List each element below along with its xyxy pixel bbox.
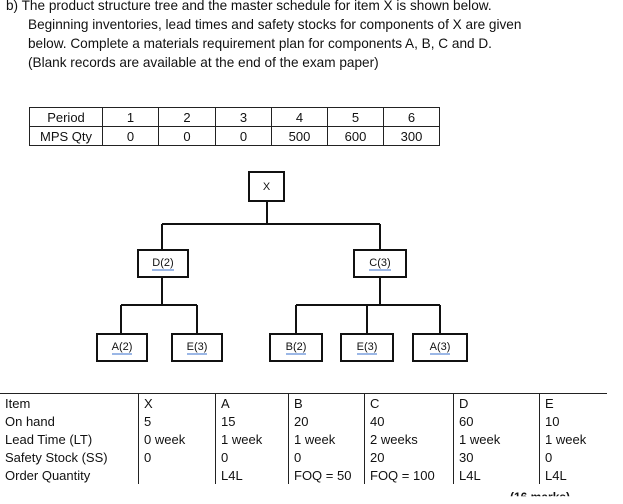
tree-node-x: X [248,171,285,202]
node-label: C(3) [369,256,391,271]
table-cell: 2 weeks [364,430,454,448]
table-cell: 0 week [138,430,216,448]
question-line: b) The product structure tree and the ma… [6,0,492,13]
row-label: Safety Stock (SS) [5,449,108,465]
marks-label: (16 marks) [510,490,571,504]
tree-node-a: A(2) [96,333,148,362]
table-cell: 40 [364,412,454,430]
tree-node-b: B(2) [269,333,323,362]
table-cell: 0 [539,448,607,466]
question-text: b) The product structure tree and the ma… [6,0,618,72]
table-cell: 0 [138,448,216,466]
table-row: Item X A B C D E [0,393,607,412]
mps-qty-row: MPS Qty 0 0 0 500 600 300 [29,126,440,146]
table-cell: D [453,393,540,412]
table-cell: 1 week [539,430,607,448]
table-cell: 20 [364,448,454,466]
table-row: Order Quantity L4L FOQ = 50 FOQ = 100 L4… [0,466,607,484]
row-label: Lead Time (LT) [5,431,93,447]
table-cell: L4L [539,466,607,484]
row-label: Item [0,393,139,412]
table-cell: 1 week [288,430,365,448]
node-label: D(2) [152,256,174,271]
table-cell: 5 [138,412,216,430]
table-cell: L4L [453,466,540,484]
node-label: E(3) [186,340,208,355]
table-cell: L4L [215,466,289,484]
table-cell: B [288,393,365,412]
mps-table: Period 1 2 3 4 5 6 MPS Qty 0 0 0 500 600… [29,107,440,146]
table-cell: 0 [288,448,365,466]
question-line: Beginning inventories, lead times and sa… [28,17,522,32]
qty-cell: 500 [271,126,328,146]
qty-cell: 300 [383,126,440,146]
mps-qty-label: MPS Qty [29,126,103,146]
table-cell: 0 [215,448,289,466]
item-data-table: Item X A B C D E On hand 5 15 20 40 60 1… [0,393,607,484]
row-label: Order Quantity [5,467,91,483]
table-row: Safety Stock (SS) 0 0 0 20 30 0 [0,448,607,466]
row-label: On hand [5,413,55,429]
period-label: Period [29,107,103,127]
node-label: E(3) [356,340,378,355]
table-row: Lead Time (LT) 0 week 1 week 1 week 2 we… [0,430,607,448]
tree-node-e: E(3) [340,333,394,362]
mps-period-row: Period 1 2 3 4 5 6 [29,107,440,127]
node-label: X [262,180,271,193]
table-cell: A [215,393,289,412]
table-cell: FOQ = 50 [288,466,365,484]
node-label: B(2) [285,340,307,355]
table-cell: 10 [539,412,607,430]
node-label: A(3) [429,340,451,355]
tree-node-c: C(3) [353,249,407,278]
table-cell [138,466,216,484]
table-cell: 1 week [453,430,540,448]
table-row: On hand 5 15 20 40 60 10 [0,412,607,430]
table-cell: C [364,393,454,412]
table-cell: 60 [453,412,540,430]
table-cell: E [539,393,607,412]
node-label: A(2) [111,340,133,355]
table-cell: 30 [453,448,540,466]
table-cell: FOQ = 100 [364,466,454,484]
tree-node-d: D(2) [137,249,189,278]
table-cell: 20 [288,412,365,430]
table-cell: 15 [215,412,289,430]
tree-node-a: A(3) [412,333,468,362]
qty-cell: 600 [327,126,384,146]
table-cell: X [138,393,216,412]
question-line: below. Complete a materials requirement … [28,36,492,51]
table-cell: 1 week [215,430,289,448]
tree-node-e: E(3) [171,333,223,362]
question-line: (Blank records are available at the end … [28,55,379,70]
